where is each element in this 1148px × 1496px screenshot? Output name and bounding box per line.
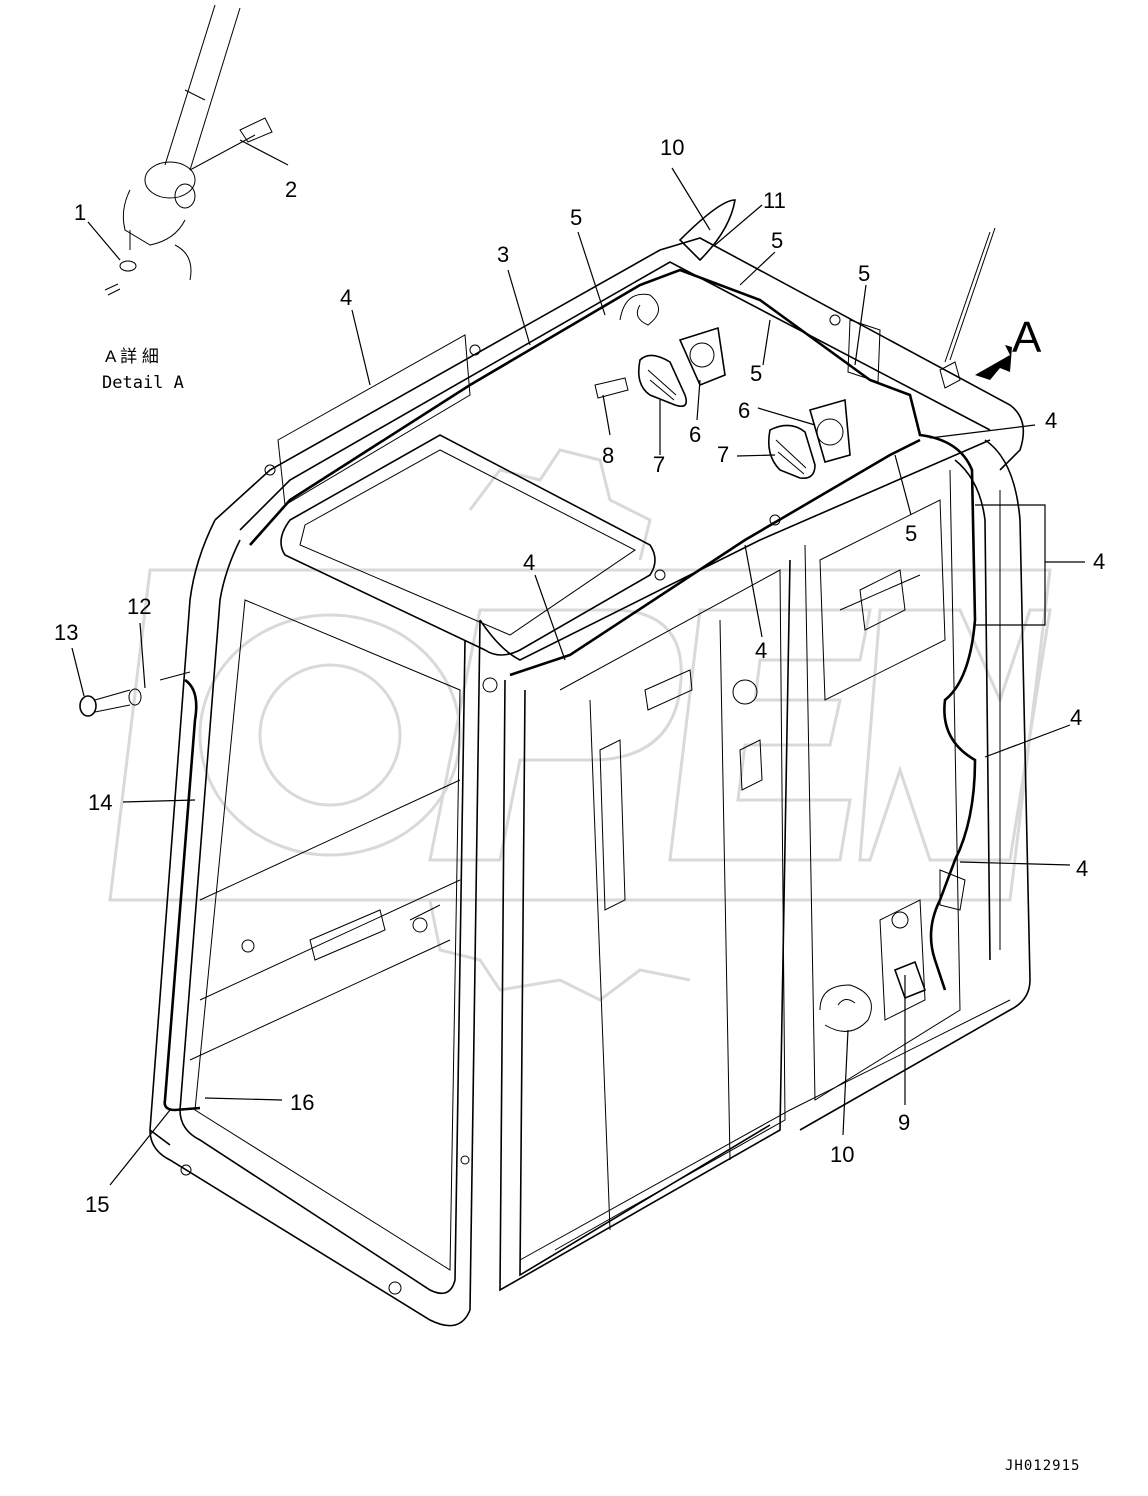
- callout-10: 10: [830, 1142, 854, 1167]
- view-letter: A: [1012, 313, 1042, 362]
- callout-1: 1: [74, 200, 86, 225]
- callout-3: 3: [497, 242, 509, 267]
- callout-4: 4: [523, 550, 535, 575]
- cab-frame: [149, 237, 1031, 1327]
- callout-12: 12: [127, 594, 151, 619]
- callout-5: 5: [570, 205, 582, 230]
- view-arrow-a: A: [975, 313, 1042, 380]
- watermark-logo: [108, 448, 1052, 1002]
- callout-14: 14: [88, 790, 112, 815]
- callout-13: 13: [54, 620, 78, 645]
- callout-4: 4: [755, 638, 767, 663]
- callout-7: 7: [717, 442, 729, 467]
- callout-labels: 1 2 3 4 4 4 4 4 4 4 5 5 5 5 5 6 6 7 7 8 …: [54, 135, 1105, 1217]
- drawing-code: JH012915: [1005, 1458, 1080, 1474]
- tag-panels: [277, 319, 881, 506]
- detail-title-en: Detail A: [102, 373, 184, 393]
- leader-lines: [71, 139, 1071, 1186]
- callout-4: 4: [1076, 856, 1088, 881]
- callout-5: 5: [771, 228, 783, 253]
- callout-5: 5: [858, 261, 870, 286]
- callout-5: 5: [905, 521, 917, 546]
- callout-6: 6: [738, 398, 750, 423]
- callout-4: 4: [340, 285, 352, 310]
- wiring-harness: [159, 268, 977, 1112]
- callout-5: 5: [750, 361, 762, 386]
- bracket-4-group: [975, 504, 1085, 626]
- antenna: [939, 227, 996, 389]
- callout-6: 6: [689, 422, 701, 447]
- callout-4: 4: [1045, 408, 1057, 433]
- callout-16: 16: [290, 1090, 314, 1115]
- callout-2: 2: [285, 177, 297, 202]
- detail-title-jp: A 詳 細: [105, 347, 159, 366]
- callout-9: 9: [898, 1110, 910, 1135]
- callout-4: 4: [1070, 705, 1082, 730]
- detail-a-illustration: [104, 4, 273, 296]
- callout-15: 15: [85, 1192, 109, 1217]
- callout-4: 4: [1093, 549, 1105, 574]
- callout-7: 7: [653, 452, 665, 477]
- callout-11: 11: [763, 188, 786, 213]
- callout-8: 8: [602, 443, 614, 468]
- callout-10: 10: [660, 135, 684, 160]
